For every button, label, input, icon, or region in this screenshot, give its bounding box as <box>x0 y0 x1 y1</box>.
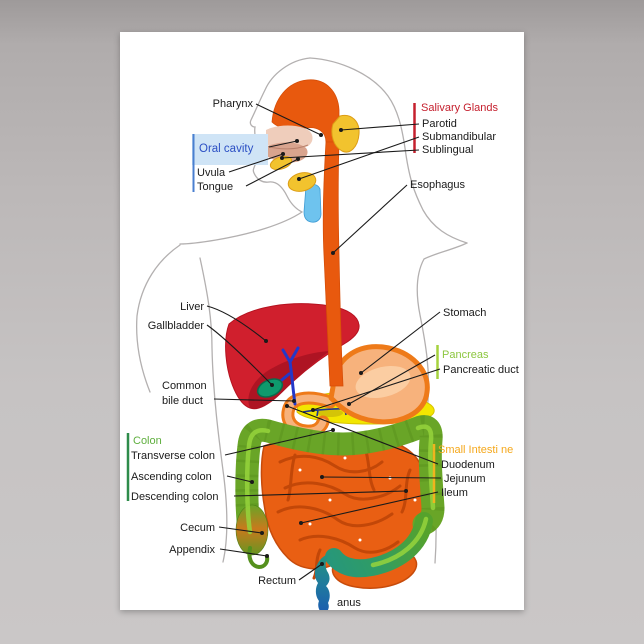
label-descending-colon: Descending colon <box>131 491 218 503</box>
label-submandibular: Submandibular <box>422 131 496 143</box>
label-sublingual: Sublingual <box>422 144 473 156</box>
label-esophagus: Esophagus <box>410 179 466 191</box>
label-anus: anus <box>337 597 361 609</box>
left-arm-outline <box>136 244 181 393</box>
poster: Pharynx Oral cavity Uvula Tongue Salivar… <box>120 32 524 610</box>
duodenum-inner <box>284 394 334 435</box>
parotid-gland-shape <box>331 114 360 153</box>
label-tongue: Tongue <box>197 181 233 193</box>
small-intestine-sparkles <box>298 456 417 542</box>
label-gallbladder: Gallbladder <box>148 320 205 332</box>
label-parotid: Parotid <box>422 118 457 130</box>
leader-lines <box>206 103 442 581</box>
head-back-outline <box>309 57 468 244</box>
label-duodenum: Duodenum <box>441 459 495 471</box>
label-oral-cavity: Oral cavity <box>199 143 254 155</box>
label-pancreatic-duct: Pancreatic duct <box>443 364 519 376</box>
rectum-anus-shape <box>314 553 332 610</box>
gallbladder-shape <box>256 378 284 398</box>
label-colon: Colon <box>133 435 162 447</box>
label-pancreas: Pancreas <box>442 349 489 361</box>
label-stomach: Stomach <box>443 307 486 319</box>
label-small-intestine: Small Intesti ne <box>438 444 513 456</box>
stomach-highlight <box>355 365 411 399</box>
label-rectum: Rectum <box>258 575 296 587</box>
label-salivary-glands: Salivary Glands <box>421 102 499 114</box>
duodenum-shape <box>281 391 337 438</box>
colon-shape <box>235 415 445 610</box>
label-liver: Liver <box>180 301 204 313</box>
stomach-shape <box>328 344 430 425</box>
label-common-bile-duct-2: bile duct <box>162 395 203 407</box>
cecum-shape <box>235 504 269 556</box>
sublingual-gland-shape <box>269 155 293 171</box>
left-shoulder-outline <box>179 211 303 245</box>
label-ileum: Ileum <box>441 487 468 499</box>
label-transverse-colon: Transverse colon <box>131 450 215 462</box>
appendix-shape <box>247 546 270 570</box>
biliary-shapes <box>256 346 300 406</box>
salivary-glands-shapes <box>269 114 360 192</box>
label-ascending-colon: Ascending colon <box>131 471 212 483</box>
label-common-bile-duct-1: Common <box>162 380 207 392</box>
label-jejunum: Jejunum <box>444 473 486 485</box>
bile-duct-shape <box>275 346 300 406</box>
label-cecum: Cecum <box>180 522 215 534</box>
label-pharynx: Pharynx <box>213 98 254 110</box>
label-uvula: Uvula <box>197 167 226 179</box>
submandibular-gland-shape <box>287 172 317 192</box>
esophagus-tube <box>322 141 344 387</box>
colon-highlight <box>244 424 436 568</box>
trachea-shape <box>303 183 322 223</box>
pancreas-shading <box>317 409 343 417</box>
left-torso-outline <box>199 257 228 563</box>
label-appendix: Appendix <box>169 544 215 556</box>
oral-cavity-box <box>192 134 268 165</box>
digestive-system-diagram: Pharynx Oral cavity Uvula Tongue Salivar… <box>126 57 519 610</box>
